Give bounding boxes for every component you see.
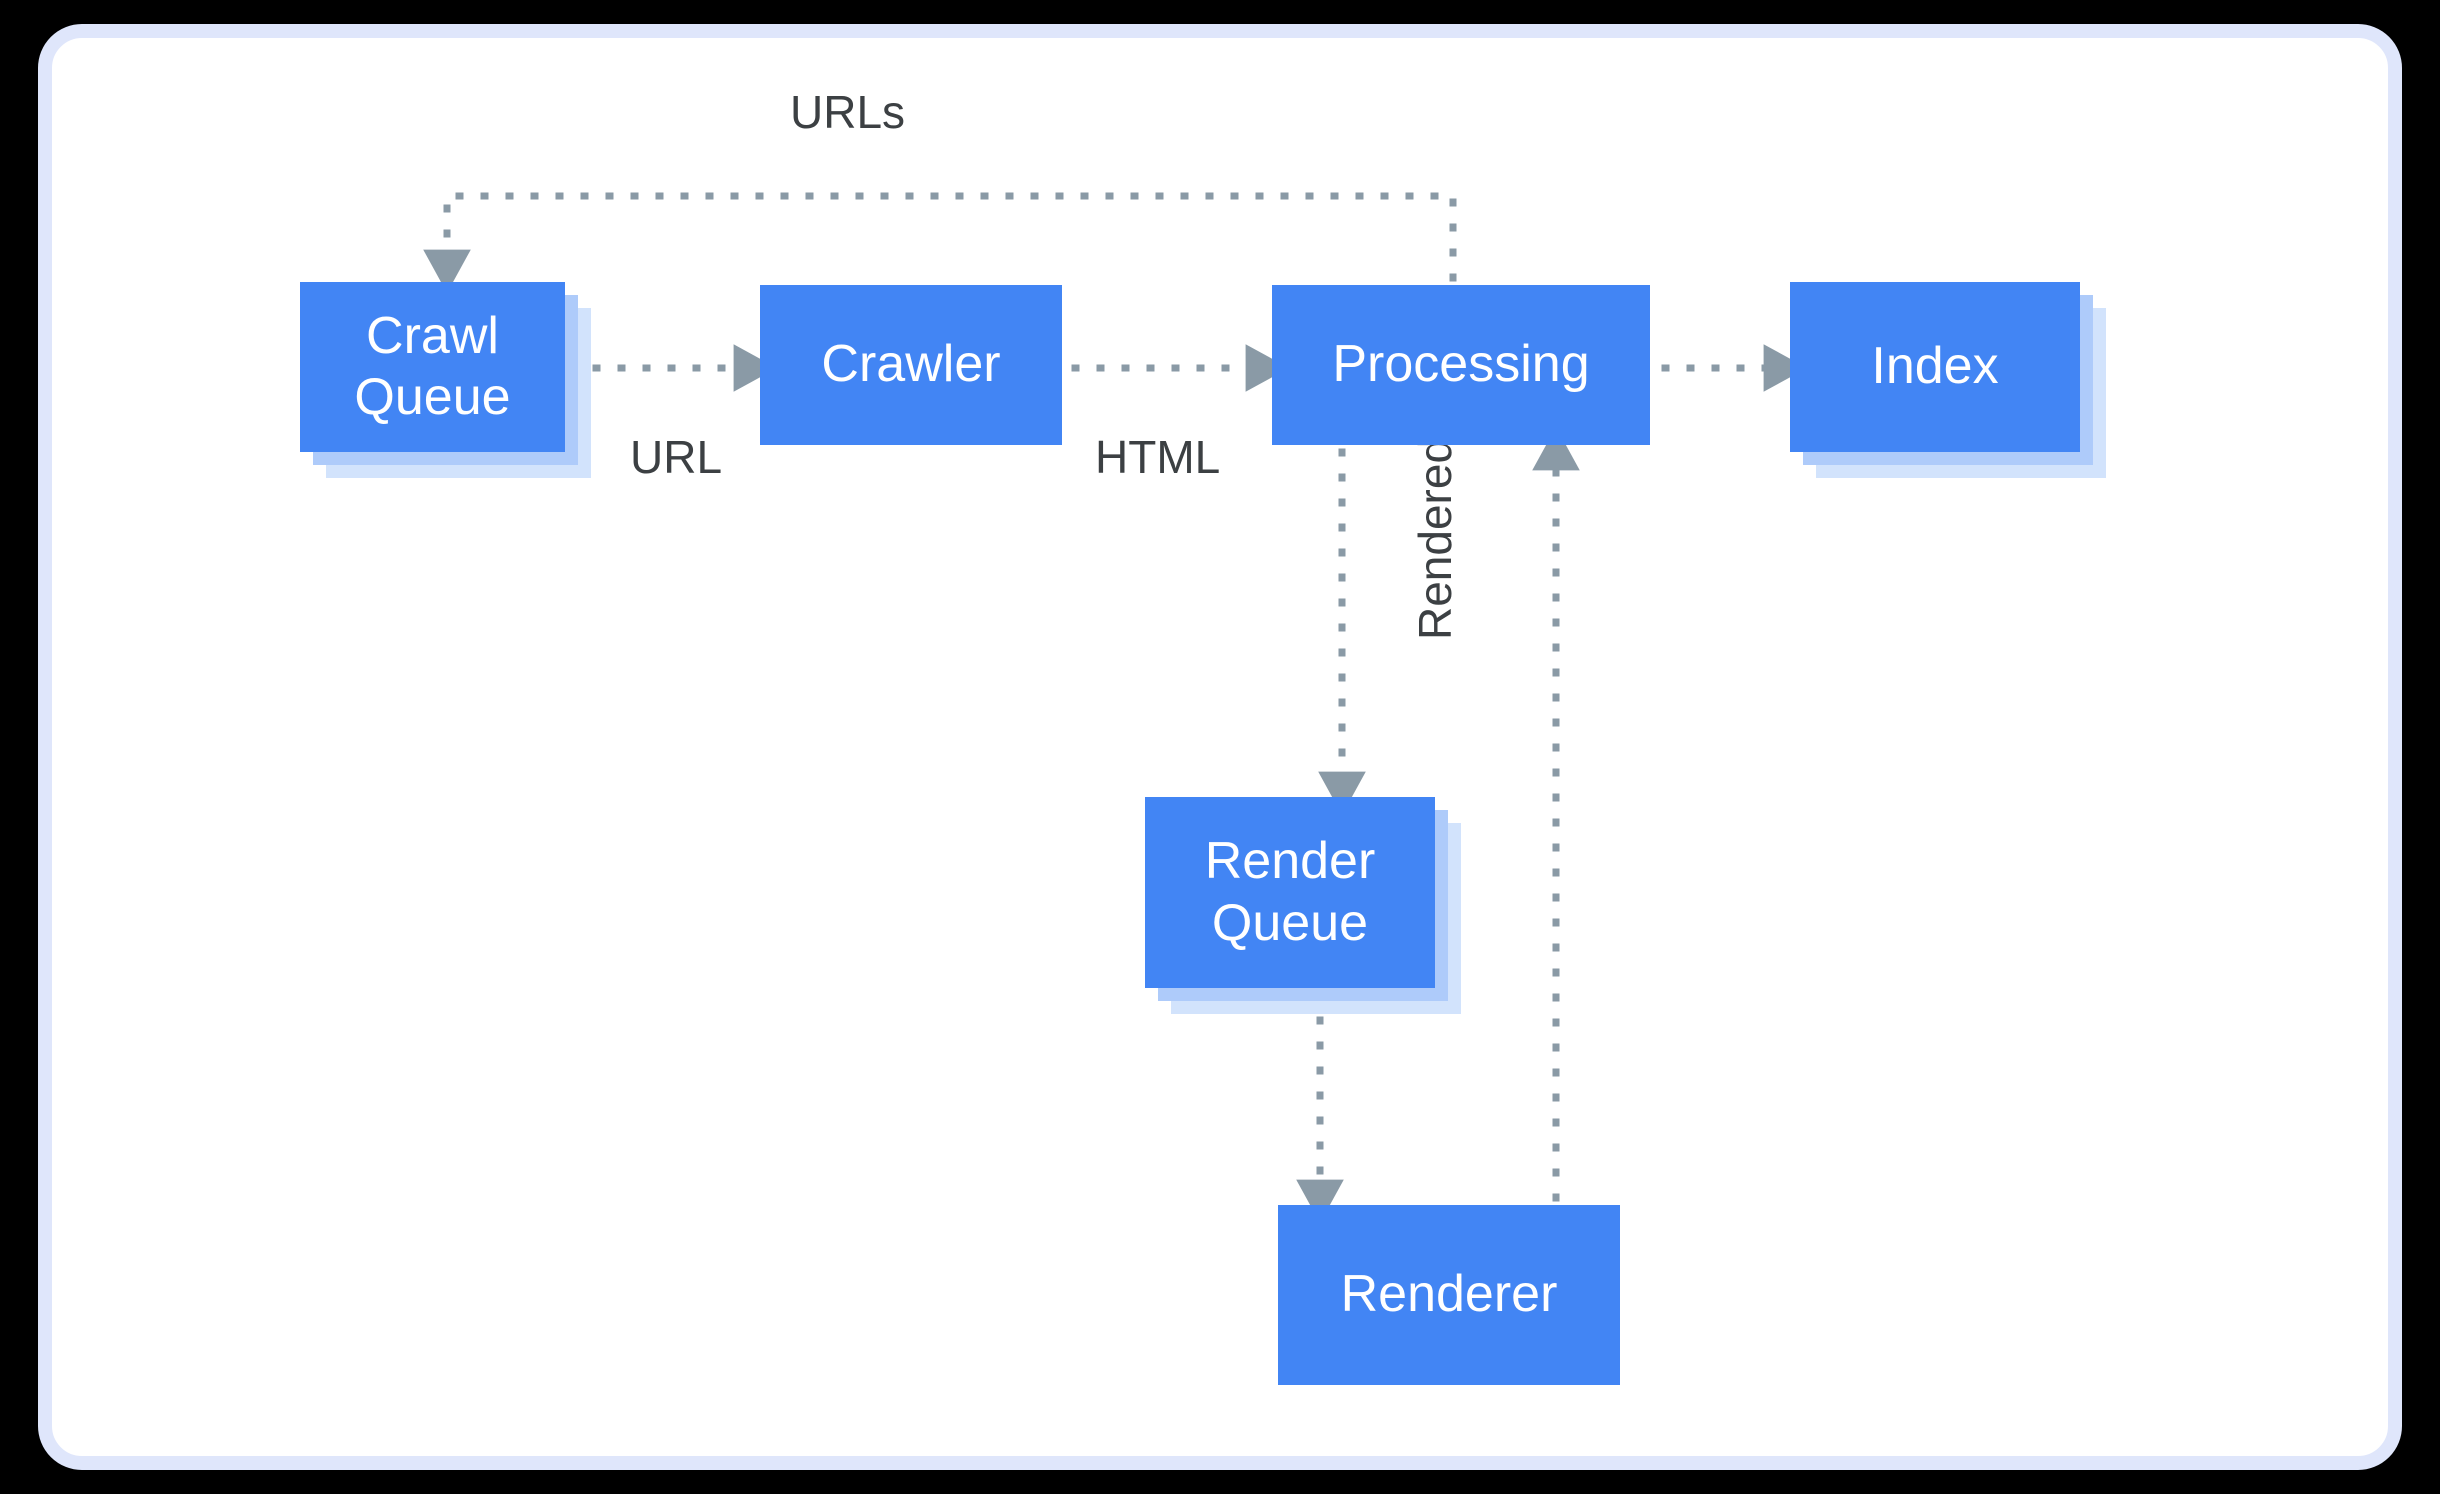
node-label: Renderer <box>1340 1265 1558 1324</box>
node-label: Processing <box>1332 335 1590 394</box>
node-label: Render Queue <box>1204 832 1376 952</box>
node-render-queue[interactable]: Render Queue <box>1145 797 1461 1014</box>
node-face: Processing <box>1272 285 1650 445</box>
edge-label-urls: URLs <box>790 86 906 138</box>
edge-processing-to-crawl-queue <box>423 192 1457 293</box>
edge-label-html: HTML <box>1095 431 1221 483</box>
node-processing[interactable]: Processing <box>1272 285 1650 445</box>
node-face: Crawl Queue <box>300 282 565 452</box>
node-label: Crawler <box>821 335 1001 394</box>
node-renderer[interactable]: Renderer <box>1278 1205 1620 1385</box>
node-label: Index <box>1871 337 1999 396</box>
node-face: Render Queue <box>1145 797 1435 988</box>
node-face: Crawler <box>760 285 1062 445</box>
edge-label-url: URL <box>630 431 723 483</box>
node-crawler[interactable]: Crawler <box>760 285 1062 445</box>
node-crawl-queue[interactable]: Crawl Queue <box>300 282 591 478</box>
node-face: Index <box>1790 282 2080 452</box>
node-face: Renderer <box>1278 1205 1620 1385</box>
node-label: Crawl Queue <box>354 306 511 426</box>
node-index[interactable]: Index <box>1790 282 2106 478</box>
